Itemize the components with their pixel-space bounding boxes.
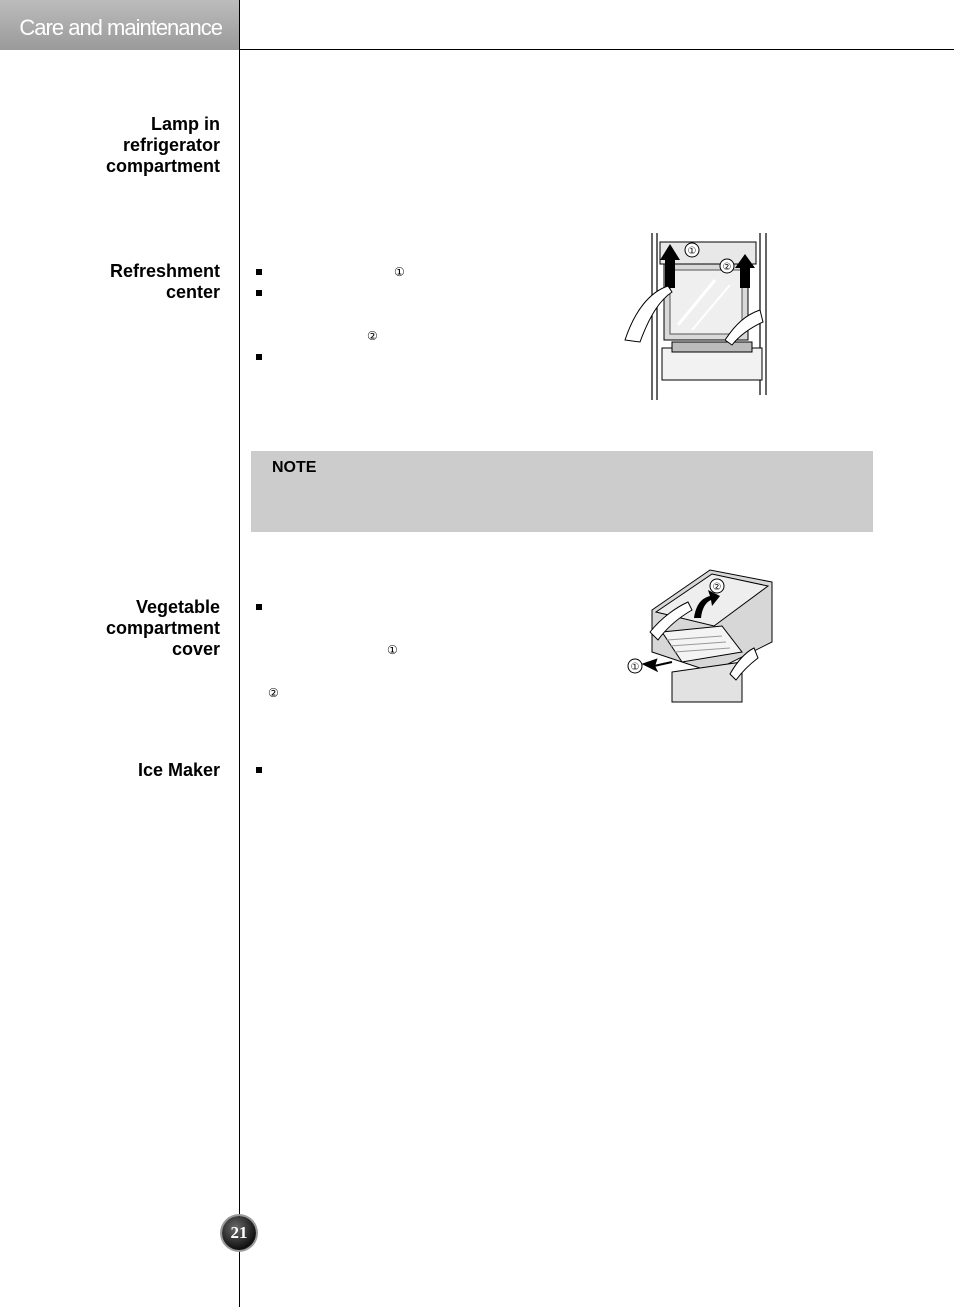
page-number: 21 [230,1223,248,1242]
label-line: cover [171,639,220,659]
label-line: Ice Maker [137,760,220,780]
bullet-marker [256,604,262,610]
ice-maker-section-label: Ice Maker [138,760,220,781]
label-line: refrigerator [122,135,220,155]
label-line: center [165,282,220,302]
step-marker-2: ② [367,329,378,343]
section-header-tab: Care and maintenance [0,0,239,50]
illus-marker-1: ① [688,246,697,257]
bullet-marker [256,290,262,296]
illus-marker-2: ② [713,582,722,593]
step-marker-2: ② [268,686,279,700]
header-rule [239,49,954,50]
label-line: Vegetable [135,597,220,617]
refreshment-center-illustration: ① ② [620,230,780,402]
step-marker-1: ① [394,265,405,279]
refreshment-section-label: Refreshment center [110,261,220,303]
margin-rule [239,0,240,1307]
note-box: NOTE [251,451,873,532]
bullet-marker [256,354,262,360]
note-title: NOTE [272,459,317,476]
vegetable-cover-illustration: ② ① [622,562,777,706]
page-number-badge: 21 [222,1216,256,1250]
illus-marker-1: ① [631,662,640,673]
step-marker-1: ① [387,643,398,657]
lamp-section-label: Lamp in refrigerator compartment [106,114,220,177]
label-line: compartment [105,156,220,176]
label-line: compartment [105,618,220,638]
label-line: Refreshment [109,261,220,281]
illus-marker-2: ② [723,262,732,273]
label-line: Lamp in [150,114,220,134]
bullet-marker [256,767,262,773]
bullet-marker [256,269,262,275]
section-title: Care and maintenance [19,15,223,40]
vegetable-section-label: Vegetable compartment cover [106,597,220,660]
